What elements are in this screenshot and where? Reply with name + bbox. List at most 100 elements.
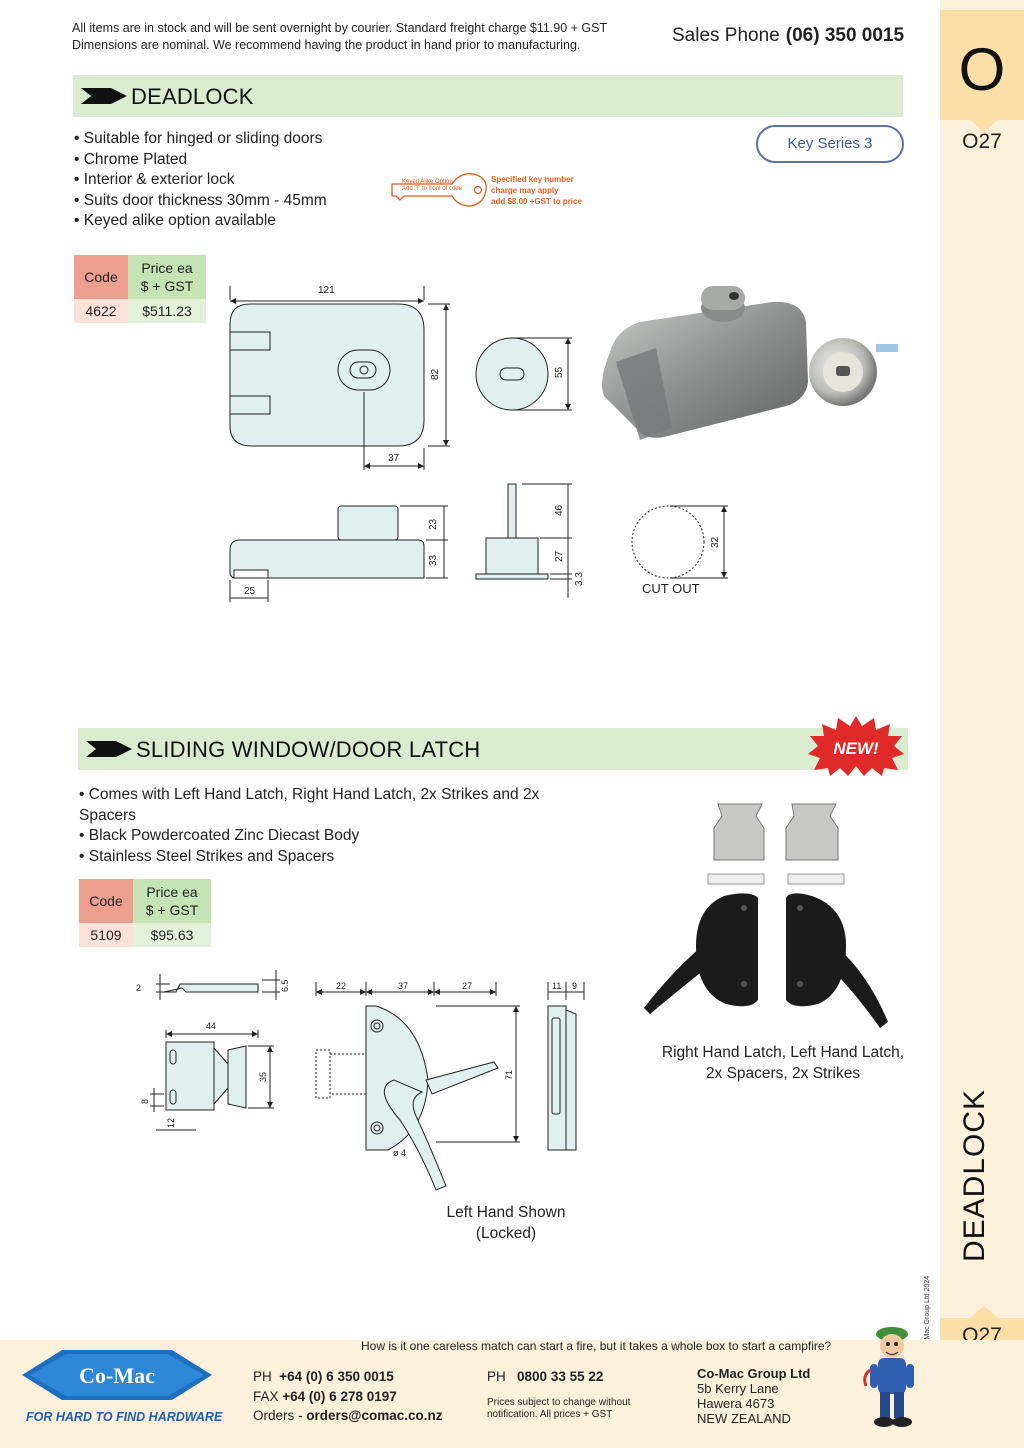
table-row: 5109 $95.63 (79, 923, 211, 947)
key-charge-line2: charge may apply (491, 186, 559, 195)
comac-logo: Co-Mac (22, 1350, 212, 1400)
dim-3-3: 3.3 (574, 572, 585, 586)
dim-32: 32 (710, 536, 721, 548)
drawing-caption-line1: Left Hand Shown (446, 1204, 566, 1221)
dim-82: 82 (430, 368, 441, 380)
section-code-top: O27 (962, 130, 1002, 153)
feature-item: • Suitable for hinged or sliding doors (74, 130, 323, 147)
dim-25: 25 (244, 586, 256, 597)
fax-number: +64 (0) 6 278 0197 (282, 1388, 397, 1404)
dim-22: 22 (336, 981, 346, 991)
code-header: Code (74, 255, 128, 299)
dim-8: 8 (140, 1099, 150, 1104)
fax-label: FAX (253, 1388, 279, 1404)
price-header-line2: $ + GST (140, 278, 194, 294)
footer-joke: How is it one careless match can start a… (361, 1339, 832, 1353)
prices-note: Prices subject to change without notific… (487, 1397, 630, 1421)
section-arrow-icon (81, 88, 127, 104)
product-code: 5109 (79, 923, 133, 947)
keyed-alike-line1: Keyed Alike Option (402, 179, 453, 185)
deadlock-title: DEADLOCK (131, 84, 254, 109)
section-arrow-icon (86, 741, 132, 757)
ph-label: PH (253, 1369, 272, 1384)
photo-caption-line2: 2x Spacers, 2x Strikes (705, 1065, 861, 1082)
key-series-badge: Key Series 3 (756, 125, 904, 163)
header-notice: All items are in stock and will be sent … (72, 20, 607, 54)
sales-phone: Sales Phone(06) 350 0015 (672, 25, 904, 47)
key-charge-line1: Specified key number (491, 175, 574, 184)
tab-notch-bottom (970, 1306, 998, 1318)
dim-11: 11 (552, 981, 561, 991)
feature-item: • Comes with Left Hand Latch, Right Hand… (79, 786, 540, 803)
dim-46: 46 (554, 504, 565, 516)
price-header-line2: $ + GST (145, 902, 199, 918)
dim-37: 37 (388, 453, 400, 464)
dim-55: 55 (554, 366, 565, 378)
feature-item: Spacers (79, 806, 136, 824)
cutout-drawing: 32 CUT OUT (631, 505, 728, 596)
deadlock-price-table: Code Price ea$ + GST 4622 $511.23 (74, 255, 206, 323)
new-badge-text: NEW! (833, 739, 879, 758)
dim-71: 71 (504, 1070, 514, 1080)
feature-item: • Suits door thickness 30mm - 45mm (74, 191, 327, 209)
footer-contact: PH +64 (0) 6 350 0015 FAX +64 (0) 6 278 … (253, 1367, 443, 1426)
phone-number[interactable]: +64 (0) 6 350 0015 (279, 1369, 394, 1384)
side-tab-background (940, 0, 1024, 1340)
address-line1: 5b Kerry Lane (697, 1381, 779, 1396)
keyed-alike-text: Keyed Alike Option Add 'T' to front of c… (402, 179, 462, 193)
price-header-line1: Price ea (146, 884, 198, 900)
dim-6-5: 6.5 (280, 979, 290, 992)
deadlock-features: • Suitable for hinged or sliding doors •… (74, 129, 327, 232)
deadlock-technical-drawing: 121 82 37 55 23 33 25 46 27 3.3 (229, 285, 585, 602)
mascot-illustration (863, 1327, 914, 1427)
orders-email[interactable]: orders@comac.co.nz (306, 1408, 443, 1423)
dim-12: 12 (166, 1118, 176, 1128)
vertical-title-text: DEADLOCK (958, 1088, 991, 1262)
vertical-section-title: DEADLOCK (958, 1089, 1008, 1272)
price-header: Price ea $ + GST (133, 879, 211, 923)
cutout-label: CUT OUT (642, 581, 700, 596)
product-price: $95.63 (133, 923, 211, 947)
dim-9: 9 (572, 981, 577, 991)
latch-title: SLIDING WINDOW/DOOR LATCH (136, 737, 481, 762)
key-charge-text: Specified key number charge may apply ad… (491, 174, 582, 207)
deadlock-product-image (602, 286, 898, 440)
feature-item: • Black Powdercoated Zinc Diecast Body (79, 827, 360, 845)
address-line3: NEW ZEALAND (697, 1411, 791, 1426)
latch-technical-drawing: 2 6.5 44 8 35 12 22 37 27 71 ø 4 11 9 (136, 970, 585, 1191)
dim-27: 27 (554, 550, 565, 562)
photo-caption-line1: Right Hand Latch, Left Hand Latch, (661, 1044, 905, 1061)
section-tab (940, 10, 1024, 120)
feature-item: • Keyed alike option available (74, 212, 276, 230)
dim-121: 121 (318, 285, 335, 296)
dim-35: 35 (258, 1072, 268, 1082)
product-price: $511.23 (128, 299, 206, 323)
prices-note-line2: notification. All prices + GST (487, 1408, 613, 1420)
dim-44: 44 (206, 1021, 216, 1031)
feature-item: • Chrome Plated (74, 150, 188, 168)
keyed-alike-line2: Add 'T' to front of code (402, 186, 462, 192)
section-letter: O (958, 36, 1006, 103)
company-name: Co-Mac Group Ltd (697, 1366, 811, 1381)
footer-tagline: FOR HARD TO FIND HARDWARE (26, 1410, 223, 1424)
footer-address: Co-Mac Group Ltd 5b Kerry Lane Hawera 46… (697, 1366, 810, 1426)
deadlock-section-bar: DEADLOCK (73, 75, 903, 117)
dim-33: 33 (428, 554, 439, 566)
tab-notch (970, 120, 998, 132)
feature-item: • Interior & exterior lock (74, 171, 235, 189)
sales-phone-number[interactable]: (06) 350 0015 (785, 25, 905, 46)
logo-text: Co-Mac (79, 1363, 155, 1388)
dim-23: 23 (428, 518, 439, 530)
latch-features: • Comes with Left Hand Latch, Right Hand… (79, 785, 599, 867)
notice-line-2: Dimensions are nominal. We recommend hav… (72, 38, 581, 52)
ph2-label: PH (487, 1369, 506, 1384)
latch-product-image (644, 803, 888, 1028)
table-row: 4622 $511.23 (74, 299, 206, 323)
price-header: Price ea$ + GST (128, 255, 206, 299)
dim-diameter-4: ø 4 (393, 1148, 406, 1158)
keyed-alike-tag: Keyed Alike Option Add 'T' to front of c… (390, 170, 590, 210)
prices-note-line1: Prices subject to change without (487, 1396, 631, 1408)
freephone-number[interactable]: 0800 33 55 22 (517, 1369, 604, 1384)
latch-price-table: Code Price ea$ + GST 5109 $95.63 (79, 879, 211, 947)
latch-photo-caption: Right Hand Latch, Left Hand Latch, 2x Sp… (650, 1042, 916, 1084)
